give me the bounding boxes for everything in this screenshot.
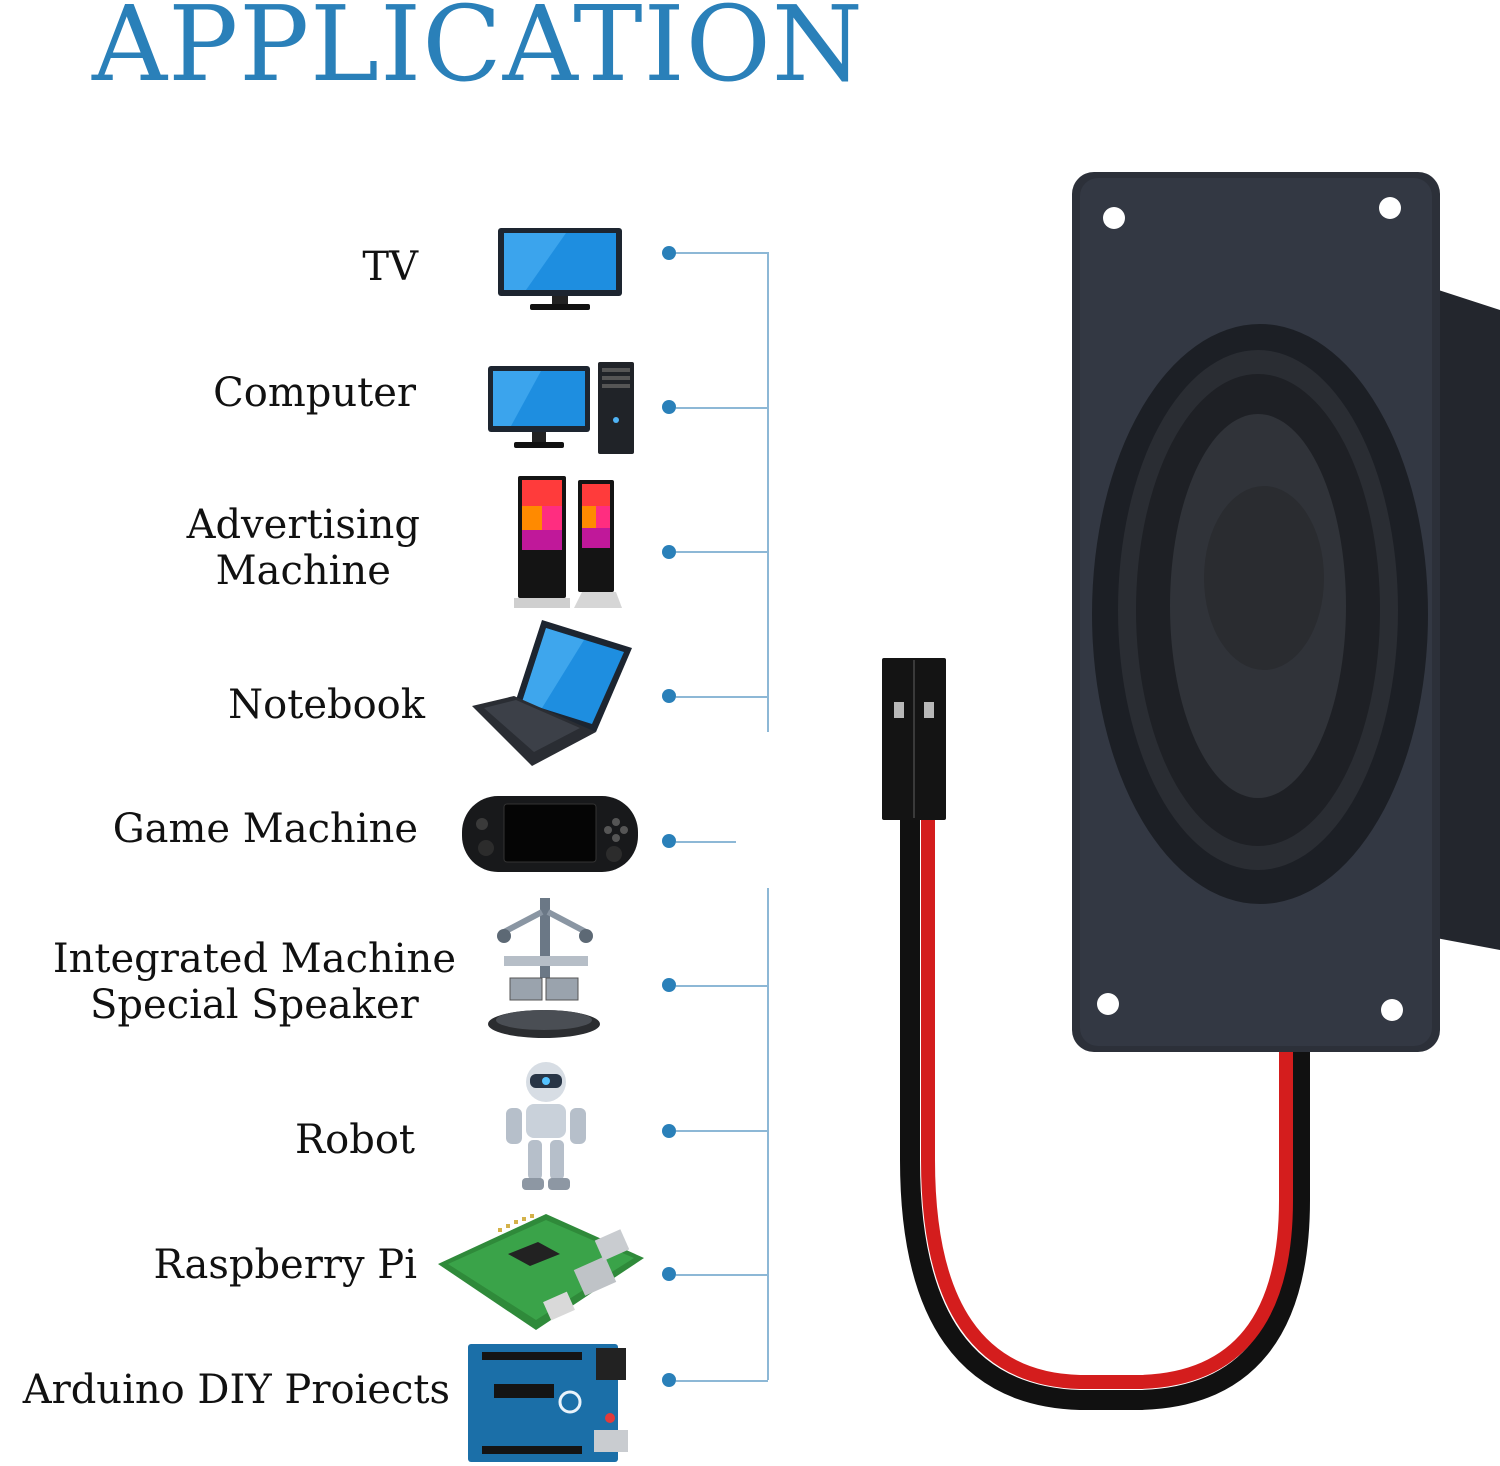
laptop-icon (472, 620, 634, 768)
label-raspberry-pi: Raspberry Pi (153, 1242, 417, 1288)
handheld-console-icon (460, 794, 640, 876)
label-integrated-machine: Integrated Machine Special Speaker (52, 936, 456, 1028)
label-robot: Robot (295, 1117, 415, 1163)
advertising-kiosk-icon (512, 474, 624, 612)
tv-icon (496, 226, 624, 314)
raspberry-pi-board-icon (438, 1214, 646, 1332)
label-game-machine: Game Machine (112, 806, 418, 852)
arduino-board-icon (466, 1342, 630, 1464)
desktop-computer-icon (486, 360, 636, 456)
speaker-product-image (840, 160, 1500, 1420)
label-computer: Computer (213, 370, 416, 416)
robot-icon (496, 1058, 596, 1194)
label-notebook: Notebook (228, 682, 425, 728)
label-advertising-machine: Advertising Machine (186, 502, 420, 594)
label-tv: TV (362, 244, 418, 290)
label-arduino: Arduino DIY Proiects (22, 1367, 450, 1413)
page-title: APPLICATION (92, 0, 864, 105)
integrated-machine-icon (486, 898, 606, 1040)
